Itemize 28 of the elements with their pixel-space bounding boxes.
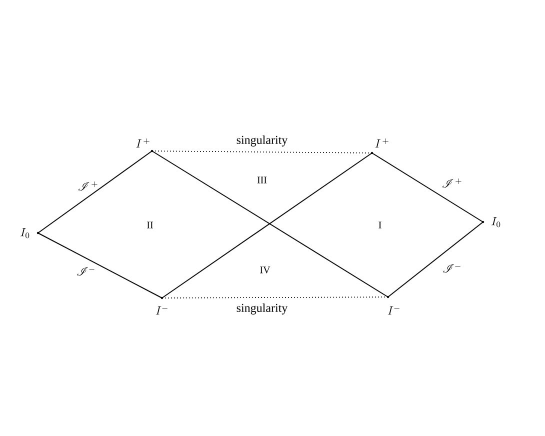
dotted-line — [152, 150, 372, 154]
vertex-label: $I^{\,+}$ — [136, 138, 150, 148]
vertex-label: $I^{-}$ — [388, 306, 400, 315]
vertex-point — [160, 296, 164, 300]
vertex-label: $I^{\,+}$ — [375, 138, 388, 148]
region-label: III — [257, 176, 267, 184]
edge-label: $\mathscr{I}^{\,+}$ — [78, 181, 98, 191]
vertex-label: $I^{-}$ — [156, 306, 168, 315]
dotted-line — [162, 296, 388, 298]
line — [38, 232, 162, 298]
vertex-point — [36, 232, 40, 234]
edge-label: singularity — [236, 136, 288, 146]
edge-label: singularity — [236, 304, 288, 314]
edge-label: $\mathscr{I}^{\,+}$ — [442, 178, 462, 188]
vertex-point — [386, 296, 390, 298]
edge-label: $\mathscr{I}^{-}$ — [443, 264, 460, 273]
vertex-point — [482, 220, 484, 224]
region-label: I — [378, 222, 382, 228]
vertex-label: $I_0$ — [492, 217, 500, 228]
line — [388, 222, 484, 298]
vertex-label: $I_0$ — [20, 228, 30, 238]
line — [38, 150, 152, 234]
line — [372, 152, 484, 222]
edge-label: $\mathscr{I}^{-}$ — [77, 266, 94, 276]
vertex-point — [150, 150, 154, 152]
region-label: IV — [260, 266, 270, 274]
vertex-point — [370, 152, 374, 154]
region-label: II — [147, 222, 153, 228]
